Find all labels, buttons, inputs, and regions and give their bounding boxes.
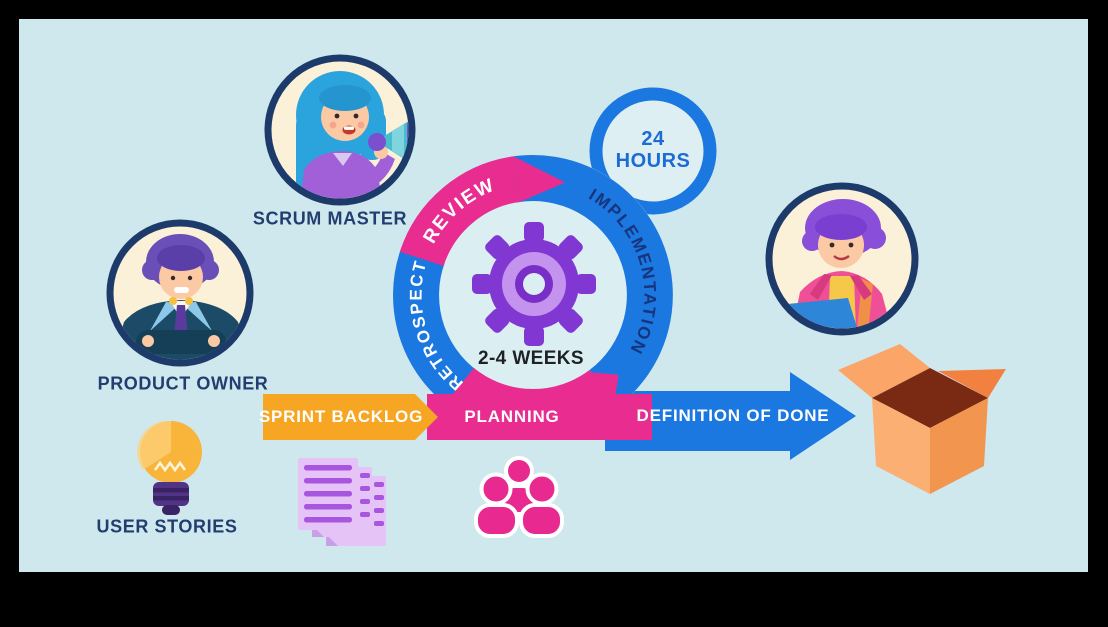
planning-label: PLANNING [464, 407, 560, 426]
developer-avatar [765, 182, 919, 336]
sprint-backlog-arrow [263, 394, 438, 440]
product-owner-label: PRODUCT OWNER [97, 373, 269, 394]
scrum-master-avatar [264, 54, 416, 206]
sprint-cycle-ring [393, 155, 673, 440]
segment-review [399, 156, 521, 267]
lightbulb-icon [137, 420, 202, 515]
segment-retrospect [393, 247, 486, 415]
24-hours-line1: 24 [641, 128, 665, 150]
documents-icon [298, 458, 386, 546]
open-box-icon [838, 344, 1006, 494]
scrum-master-label: SCRUM MASTER [252, 208, 408, 229]
planning-band [427, 394, 652, 440]
daily-cycle-circle [589, 87, 717, 215]
sprint-backlog-label: SPRINT BACKLOG [258, 407, 424, 426]
definition-of-done-label: DEFINITION OF DONE [636, 406, 830, 425]
user-stories-label: USER STORIES [96, 516, 238, 537]
24-hours-line2: HOURS [615, 150, 691, 172]
definition-of-done-arrow [605, 372, 856, 460]
product-owner-avatar [106, 219, 254, 367]
gear-icon [472, 222, 596, 346]
24-hours-label: 24 HOURS [616, 128, 691, 172]
sprint-duration-label: 2-4 WEEKS [477, 348, 585, 369]
team-icon [474, 456, 564, 538]
review-arrowhead-icon [513, 156, 566, 202]
